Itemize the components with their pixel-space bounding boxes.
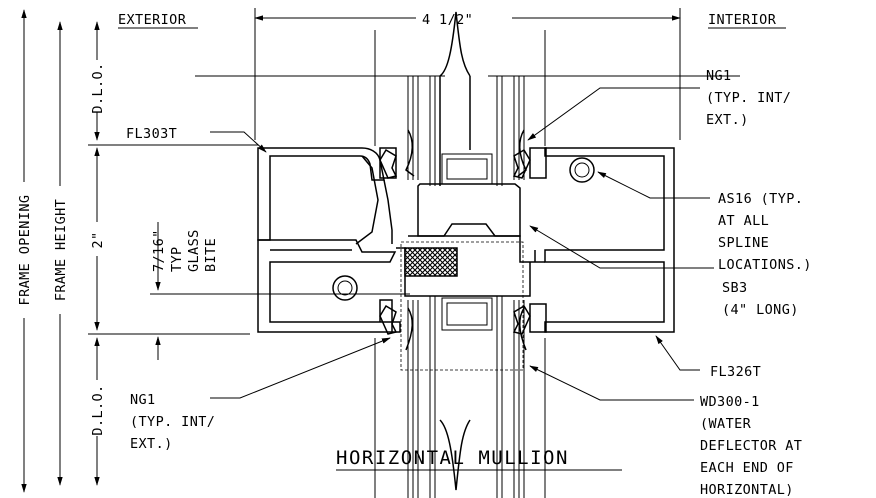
interior-frame-profile bbox=[529, 147, 675, 333]
ng1-bottom-line-1: NG1 bbox=[130, 392, 156, 408]
glazing-gaskets bbox=[379, 129, 531, 351]
ng1-top-line-1: NG1 bbox=[706, 68, 732, 84]
exterior-label: EXTERIOR bbox=[118, 12, 187, 28]
ng1-top-line-2: (TYP. INT/ bbox=[706, 90, 791, 106]
sb3-line-1: SB3 bbox=[722, 280, 748, 296]
width-dimension bbox=[254, 8, 681, 140]
interior-label: INTERIOR bbox=[708, 12, 777, 28]
wd300-line-1: WD300-1 bbox=[700, 394, 760, 410]
sb3-line-2: (4" LONG) bbox=[722, 302, 799, 318]
dlo-bottom-label: D.L.O. bbox=[90, 384, 106, 435]
wd300-line-5: HORIZONTAL) bbox=[700, 482, 794, 498]
as16-line-3: SPLINE bbox=[718, 235, 769, 251]
glass-bite-dim-line bbox=[150, 222, 410, 360]
setting-block bbox=[404, 247, 458, 277]
overall-width-dim: 4 1/2" bbox=[422, 12, 473, 28]
wd300-line-2: (WATER bbox=[700, 416, 752, 432]
wd300-line-4: EACH END OF bbox=[700, 460, 794, 476]
drawing-title: HORIZONTAL MULLION bbox=[336, 447, 569, 469]
frame-opening-label: FRAME OPENING bbox=[17, 195, 33, 306]
wd300-line-3: DEFLECTOR AT bbox=[700, 438, 802, 454]
fl303t-callout: FL303T bbox=[126, 126, 177, 142]
leader-lines bbox=[210, 87, 714, 401]
ng1-bottom-line-3: EXT.) bbox=[130, 436, 173, 452]
ng1-bottom-line-2: (TYP. INT/ bbox=[130, 414, 215, 430]
upper-glass-unit bbox=[195, 11, 740, 186]
frame-height-label: FRAME HEIGHT bbox=[53, 199, 69, 301]
glass-bite-dim-1: 7/16" bbox=[151, 229, 167, 272]
glass-bite-dim-2: TYP bbox=[169, 246, 185, 272]
fl326t-callout: FL326T bbox=[710, 364, 761, 380]
frame-edge-lines bbox=[374, 30, 546, 498]
dlo-dim-chain bbox=[88, 21, 258, 486]
as16-line-1: AS16 (TYP. bbox=[718, 191, 803, 207]
exterior-frame-profile bbox=[257, 147, 401, 333]
as16-line-4: LOCATIONS.) bbox=[718, 257, 812, 273]
as16-line-2: AT ALL bbox=[718, 213, 769, 229]
glass-bite-dim-4: BITE bbox=[203, 238, 219, 272]
glass-bite-dim-3: GLASS bbox=[186, 229, 202, 272]
mullion-height-dim: 2" bbox=[90, 231, 106, 248]
dlo-top-label: D.L.O. bbox=[90, 62, 106, 113]
ng1-top-line-3: EXT.) bbox=[706, 112, 749, 128]
